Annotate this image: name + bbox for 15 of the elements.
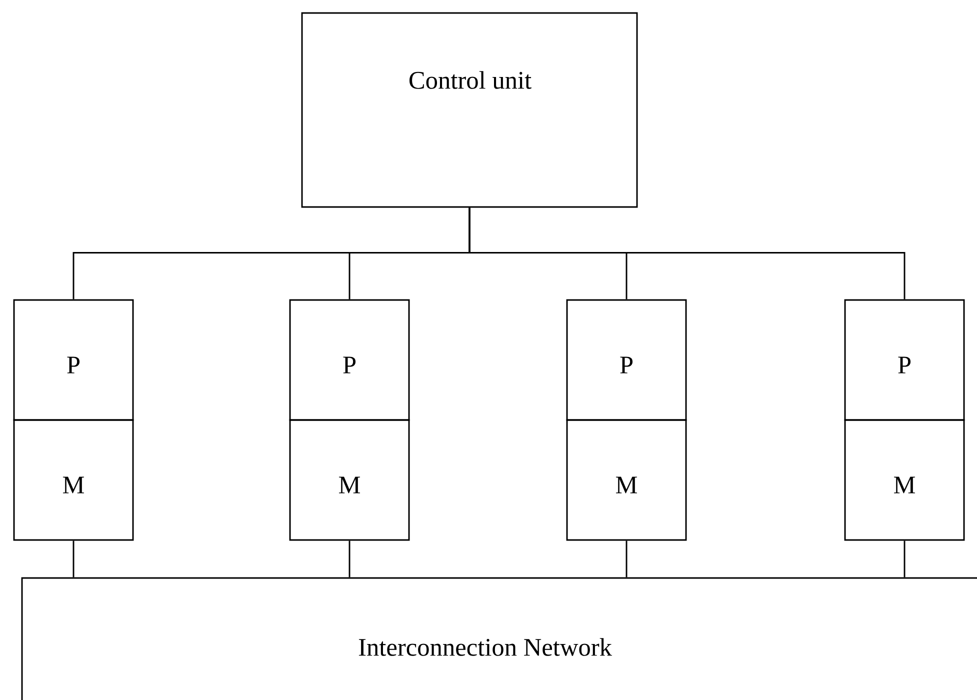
- processor-box: P: [13, 299, 134, 421]
- control-unit-box: Control unit: [301, 12, 638, 208]
- processor-box: P: [566, 299, 687, 421]
- processor-box: P: [289, 299, 410, 421]
- memory-box: M: [13, 419, 134, 541]
- memory-box: M: [289, 419, 410, 541]
- memory-box: M: [844, 419, 965, 541]
- connector-line: [904, 540, 906, 578]
- connector-line: [348, 540, 350, 578]
- connector-line: [72, 540, 74, 578]
- network-box: Interconnection Network: [21, 577, 977, 700]
- processor-box: P: [844, 299, 965, 421]
- connector-line: [468, 208, 906, 300]
- memory-box: M: [566, 419, 687, 541]
- connector-line: [626, 540, 628, 578]
